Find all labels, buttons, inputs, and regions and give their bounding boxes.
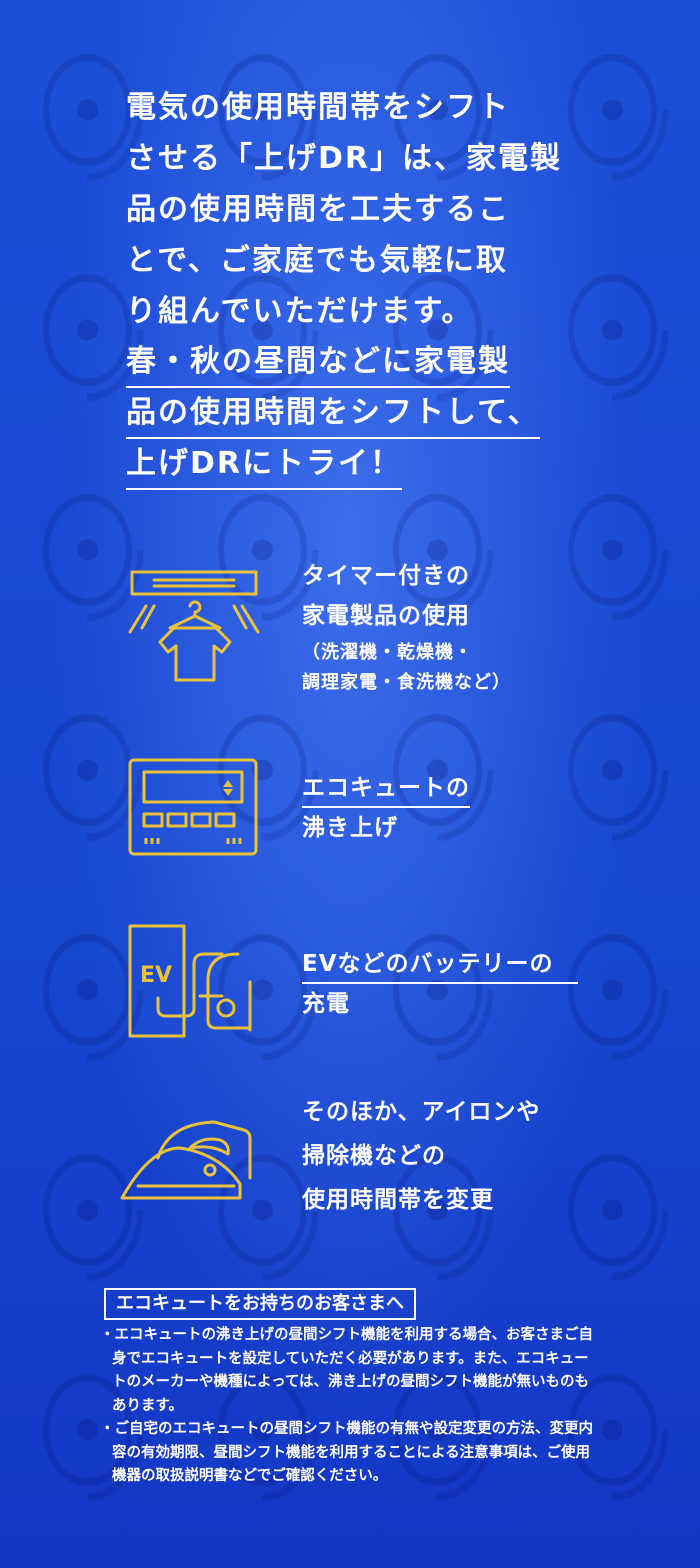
- item-subtitle: （洗濯機・乾燥機・: [302, 642, 473, 663]
- item-ev-charging: EV EVなどのバッテリーの 充電: [0, 920, 700, 1050]
- item-title: タイマー付きの: [302, 563, 470, 589]
- intro-text: 電気の使用時間帯をシフト させる「上げDR」は、家電製 品の使用時間を工夫するこ…: [126, 82, 586, 490]
- ev-charger-icon: EV: [128, 924, 258, 1040]
- item-title: そのほか、アイロンや: [302, 1099, 541, 1125]
- notice-body: ・エコキュートの沸き上げの昼間シフト機能を利用する場合、お客さまご自身でエコキュ…: [100, 1324, 600, 1489]
- highlight-line: 品の使用時間をシフトして、: [126, 388, 540, 439]
- item-title: EVなどのバッテリーの: [302, 946, 578, 984]
- ev-label: EV: [140, 963, 172, 988]
- intro-line: 電気の使用時間帯をシフト: [126, 90, 510, 125]
- item-text: タイマー付きの 家電製品の使用 （洗濯機・乾燥機・ 調理家電・食洗機など）: [302, 556, 511, 698]
- notice-note: ・ご自宅のエコキュートの昼間シフト機能の有無や設定変更の方法、変更内容の有効期限…: [100, 1421, 593, 1484]
- notice-note: ・エコキュートの沸き上げの昼間シフト機能を利用する場合、お客さまご自身でエコキュ…: [100, 1327, 593, 1414]
- iron-icon: [118, 1108, 268, 1208]
- intro-line: 品の使用時間を工夫するこ: [126, 192, 510, 227]
- item-title: エコキュートの: [302, 770, 470, 808]
- item-title: 使用時間帯を変更: [302, 1187, 494, 1213]
- item-title: 沸き上げ: [302, 815, 398, 841]
- item-text: エコキュートの 沸き上げ: [302, 768, 470, 848]
- laundry-shirt-icon: [124, 570, 264, 690]
- item-title: 充電: [302, 991, 350, 1017]
- intro-line: り組んでいただけます。: [126, 294, 474, 329]
- intro-line: とで、ご家庭でも気軽に取: [126, 243, 508, 278]
- item-text: そのほか、アイロンや 掃除機などの 使用時間帯を変更: [302, 1092, 540, 1220]
- item-text: EVなどのバッテリーの 充電: [302, 944, 578, 1024]
- highlight-line: 春・秋の昼間などに家電製: [126, 337, 510, 388]
- item-ecocute: エコキュートの 沸き上げ: [0, 758, 700, 870]
- item-subtitle: 調理家電・食洗機など）: [302, 672, 511, 693]
- intro-line: させる「上げDR」は、家電製: [126, 141, 563, 176]
- item-title: 家電製品の使用: [302, 603, 470, 629]
- ecocute-controller-icon: [128, 758, 258, 858]
- item-timer-appliances: タイマー付きの 家電製品の使用 （洗濯機・乾燥機・ 調理家電・食洗機など）: [0, 560, 700, 700]
- item-title: 掃除機などの: [302, 1143, 446, 1169]
- highlight-line: 上げDRにトライ！: [126, 439, 403, 490]
- notice-heading: エコキュートをお持ちのお客さまへ: [104, 1288, 416, 1320]
- item-iron: そのほか、アイロンや 掃除機などの 使用時間帯を変更: [0, 1096, 700, 1226]
